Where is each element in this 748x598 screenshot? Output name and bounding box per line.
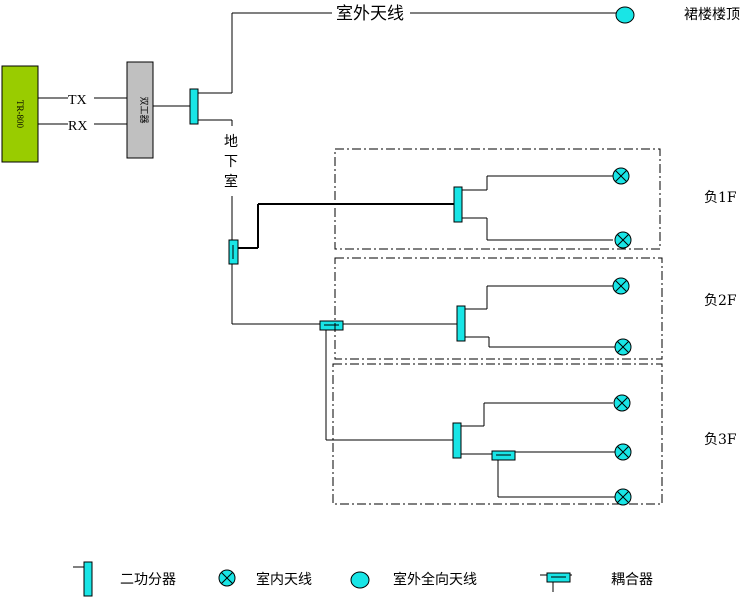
legend: 二功分器 室内天线 室外全向天线 耦合器 [73, 561, 653, 597]
repeater-label: TR-800 [15, 100, 25, 128]
floor-label-b2: 负2F [704, 293, 737, 309]
outdoor-location-label: 裙楼楼顶 [684, 7, 740, 23]
rx-label: RX [68, 119, 87, 134]
legend-coupler-icon [540, 572, 572, 592]
floor-label-b1: 负1F [704, 190, 737, 206]
indoor-antenna-b3-3 [614, 488, 632, 506]
main-splitter [189, 88, 199, 125]
indoor-antenna-b2-1 [612, 277, 630, 295]
floor-label-b3: 负3F [704, 432, 737, 448]
basement-label-2: 下 [224, 154, 238, 170]
indoor-antenna-b1-1 [612, 167, 630, 185]
tx-label: TX [68, 93, 87, 108]
indoor-antenna-b3-2 [614, 443, 632, 461]
legend-splitter-label: 二功分器 [120, 572, 176, 588]
legend-outdoor-antenna-label: 室外全向天线 [393, 571, 477, 588]
legend-coupler-label: 耦合器 [611, 572, 653, 588]
splitter-b1 [453, 186, 463, 223]
floor-b2-area [334, 257, 663, 360]
legend-indoor-antenna-label: 室内天线 [256, 571, 312, 588]
legend-outdoor-antenna-icon [350, 571, 370, 589]
duplexer-box [126, 61, 154, 159]
indoor-antenna-b3-1 [613, 394, 631, 412]
splitter-b3 [452, 422, 462, 459]
basement-label-1: 地 [224, 134, 238, 150]
splitter-b2 [456, 305, 466, 342]
indoor-antenna-b2-2 [614, 338, 632, 356]
legend-splitter-icon [73, 561, 93, 597]
legend-indoor-antenna-icon [218, 569, 236, 587]
basement-label-3: 室 [224, 173, 238, 190]
floor-b1-area [334, 148, 661, 250]
outdoor-antenna-line-label: 室外天线 [336, 4, 404, 24]
repeater-box [1, 65, 39, 163]
outdoor-omni-antenna [615, 6, 635, 24]
floor-b3-area [332, 363, 663, 505]
indoor-antenna-b1-2 [614, 231, 632, 249]
duplexer-label: 双工器 [138, 96, 149, 123]
